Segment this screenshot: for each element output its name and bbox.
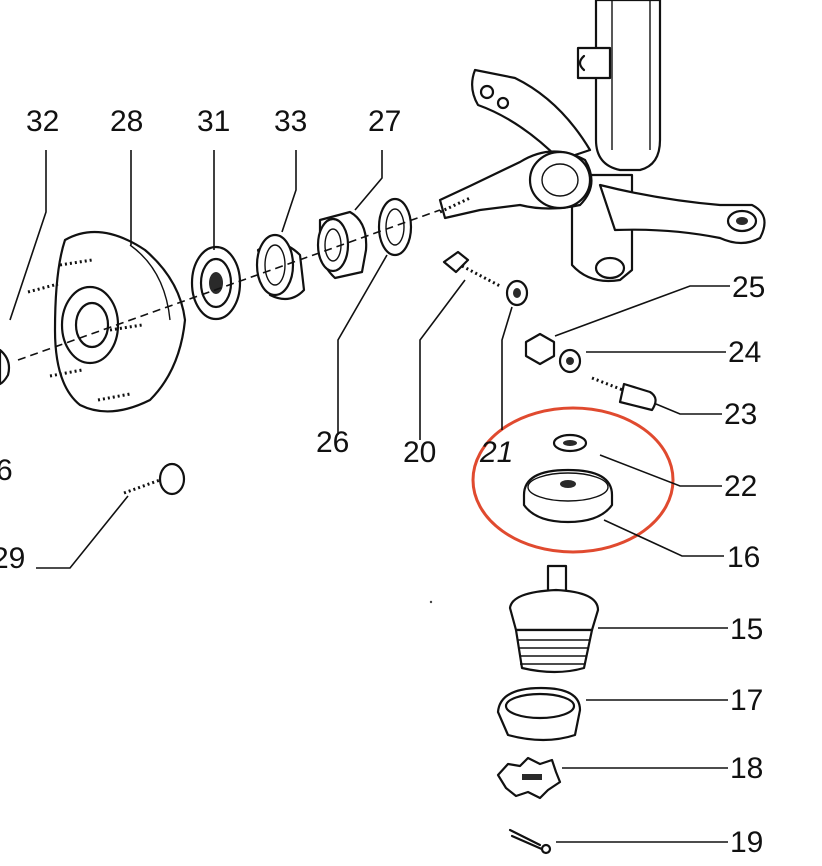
washer-22-drawing xyxy=(552,433,588,453)
bolt-29-drawing xyxy=(123,462,186,496)
label-6: 6 xyxy=(0,454,13,487)
label-17: 17 xyxy=(730,684,763,717)
label-19: 19 xyxy=(730,826,763,859)
steering-knuckle-drawing xyxy=(438,0,766,283)
label-32: 32 xyxy=(26,105,59,138)
ring-33-drawing xyxy=(255,233,306,301)
label-31: 31 xyxy=(197,105,230,138)
bolt-20-drawing xyxy=(442,250,529,307)
wheel-hub-drawing xyxy=(0,230,187,413)
nut-25-drawing xyxy=(524,332,556,366)
label-27: 27 xyxy=(368,105,401,138)
washer-24-drawing xyxy=(558,348,582,374)
label-26: 26 xyxy=(316,426,349,459)
label-20: 20 xyxy=(403,436,436,469)
seal-26-drawing xyxy=(377,197,413,257)
highlight-circle xyxy=(471,406,675,554)
label-33: 33 xyxy=(274,105,307,138)
label-25: 25 xyxy=(732,271,765,304)
label-15: 15 xyxy=(730,613,763,646)
label-29: 29 xyxy=(0,542,25,575)
label-21: 21 xyxy=(479,436,513,469)
part-labels: 32 28 31 33 27 25 24 23 22 16 15 17 18 1… xyxy=(0,105,765,859)
label-24: 24 xyxy=(728,336,761,369)
label-22: 22 xyxy=(724,470,757,503)
label-16: 16 xyxy=(727,541,760,574)
axle-centerline xyxy=(17,209,441,361)
lock-washer-18-drawing xyxy=(496,756,562,800)
speck xyxy=(429,600,433,604)
label-28: 28 xyxy=(110,105,143,138)
label-18: 18 xyxy=(730,752,763,785)
pin-23-drawing xyxy=(591,376,657,412)
lock-ring-17-drawing xyxy=(496,686,582,742)
cap-16-drawing xyxy=(522,468,614,524)
label-23: 23 xyxy=(724,398,757,431)
split-pin-19-drawing xyxy=(508,828,552,855)
leader-lines xyxy=(9,150,730,843)
ball-joint-15-drawing xyxy=(508,564,600,674)
bearing-31-drawing xyxy=(190,245,242,321)
